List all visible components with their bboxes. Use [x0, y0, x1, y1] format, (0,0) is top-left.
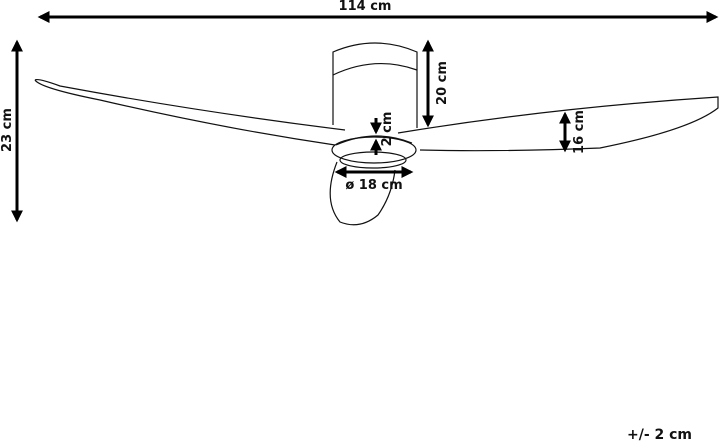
left-blade	[34, 79, 346, 146]
motor-height-label: 20 cm	[435, 61, 450, 105]
lower-blade	[329, 161, 396, 226]
canopy-top	[335, 135, 413, 146]
blade-height-label: 16 cm	[572, 110, 587, 154]
motor-housing	[332, 42, 418, 128]
right-blade	[397, 96, 719, 152]
canopy-inner	[339, 151, 407, 169]
height-label: 23 cm	[0, 108, 15, 152]
fan-drawing	[34, 42, 719, 226]
diameter-label: ø 18 cm	[345, 178, 402, 193]
thickness-label: 2 cm	[380, 112, 395, 147]
housing-band	[332, 63, 418, 76]
width-label: 114 cm	[339, 0, 392, 14]
canopy-ring	[331, 136, 417, 164]
tolerance-note: +/- 2 cm	[626, 427, 692, 443]
